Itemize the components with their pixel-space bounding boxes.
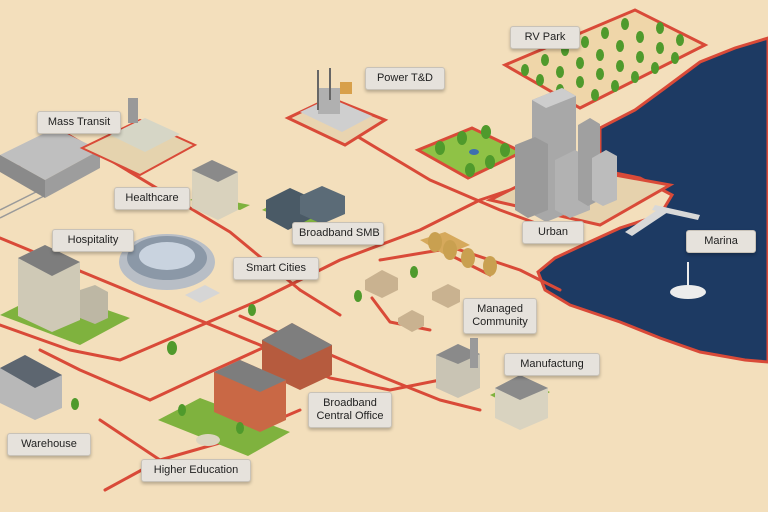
- label-warehouse: Warehouse: [7, 433, 91, 456]
- label-higher-education: Higher Education: [141, 459, 251, 482]
- transit-station: [0, 98, 198, 198]
- urban-district: [485, 88, 675, 227]
- label-mass-transit: Mass Transit: [37, 111, 121, 134]
- label-smart-cities: Smart Cities: [233, 257, 319, 280]
- central-office-building: [262, 323, 332, 390]
- factory-building: [436, 338, 550, 430]
- decorative-trees: [71, 266, 418, 434]
- label-broadband-smb: Broadband SMB: [292, 222, 384, 245]
- university-building: [158, 360, 290, 456]
- label-hospitality: Hospitality: [52, 229, 134, 252]
- label-managed-community: Managed Community: [463, 298, 537, 334]
- label-manufacturing: Manufactung: [504, 353, 600, 376]
- managed-community-homes: [365, 232, 497, 332]
- label-managed-community-line1: Managed: [477, 303, 523, 315]
- label-rv-park: RV Park: [510, 26, 580, 49]
- smb-office: [262, 186, 345, 230]
- label-broadband-central-office-line1: Broadband: [323, 397, 377, 409]
- label-marina: Marina: [686, 230, 756, 253]
- label-power-td: Power T&D: [365, 67, 445, 90]
- label-broadband-central-office-line2: Central Office: [316, 410, 384, 422]
- label-broadband-central-office: Broadband Central Office: [308, 392, 392, 428]
- label-managed-community-line2: Community: [472, 316, 528, 328]
- label-urban: Urban: [522, 221, 584, 244]
- label-healthcare: Healthcare: [114, 187, 190, 210]
- marina-dock: [625, 205, 706, 299]
- power-substation: [284, 68, 389, 147]
- hospital-building: [190, 160, 250, 220]
- hotel-building: [0, 245, 130, 345]
- rail-track: [0, 189, 45, 219]
- stadium: [119, 234, 220, 303]
- bay-water: [536, 36, 768, 364]
- warehouse-building: [0, 355, 62, 420]
